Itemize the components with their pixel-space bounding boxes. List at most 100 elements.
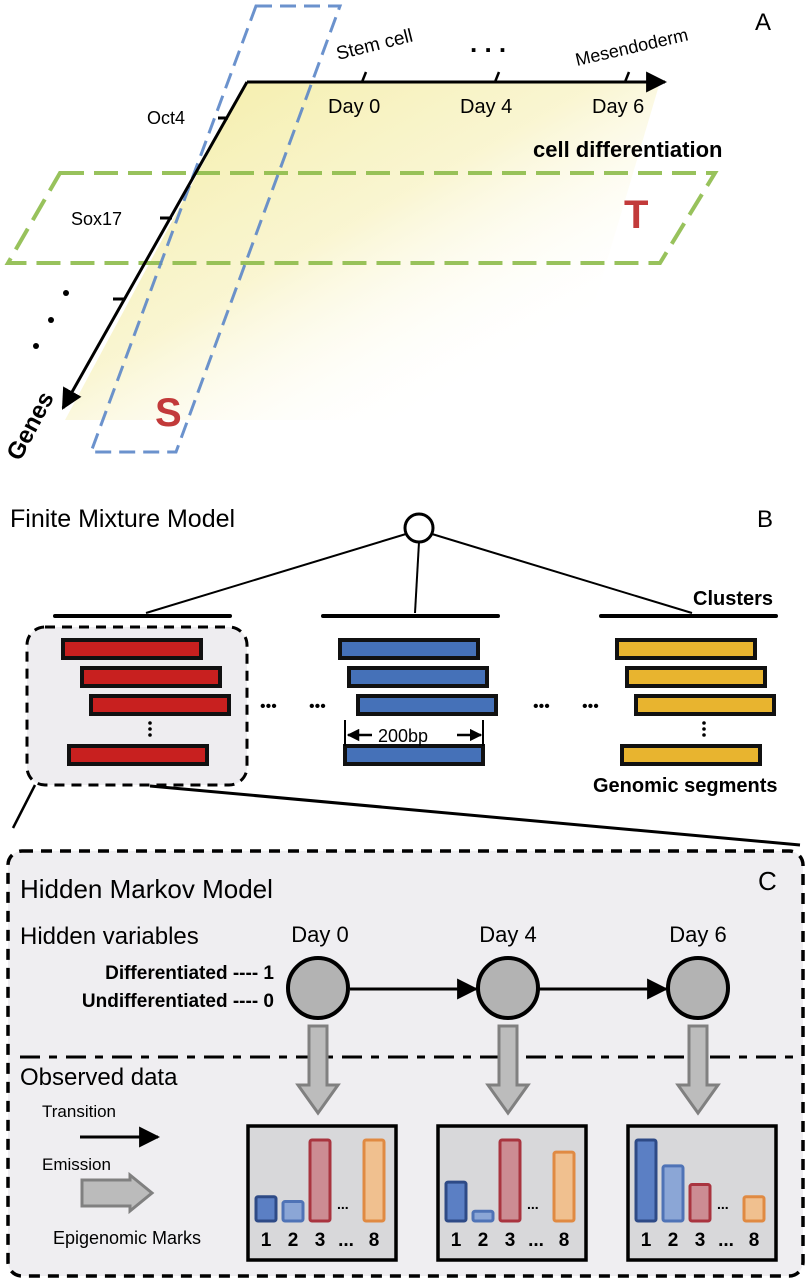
mark-bar-8 xyxy=(552,1150,576,1223)
tick-label-day6: Day 6 xyxy=(592,96,644,118)
x-axis-title: cell differentiation xyxy=(533,137,722,162)
mark-label: 3 xyxy=(505,1230,516,1251)
edge-root-red xyxy=(145,533,407,614)
mark-bar-8 xyxy=(362,1138,386,1223)
vertical-dot xyxy=(148,721,152,725)
gene-label-oct4: Oct4 xyxy=(147,108,185,128)
mark-bar-1 xyxy=(444,1180,468,1223)
zoom-connector-left xyxy=(11,784,37,829)
bar-ellipsis: ... xyxy=(527,1196,539,1212)
emission-arrows xyxy=(295,1024,721,1116)
segment xyxy=(89,694,231,716)
panel-a-label: A xyxy=(755,9,771,36)
panel-a: Day 0 Day 4 Day 6 Stem cell . . . Mesend… xyxy=(1,4,771,465)
segment xyxy=(343,744,485,766)
mark-label: 1 xyxy=(641,1230,652,1251)
mark-label: 1 xyxy=(451,1230,462,1251)
marker-s: S xyxy=(155,391,182,435)
segment xyxy=(615,638,757,660)
mark-label: 3 xyxy=(315,1230,326,1251)
panel-c: Hidden Markov Model C Hidden variables D… xyxy=(6,849,805,1278)
day-label: Day 0 xyxy=(291,922,348,947)
mark-label: 2 xyxy=(288,1230,299,1251)
mark-bar-2 xyxy=(471,1209,495,1223)
segment xyxy=(61,638,203,660)
mark-bar-1 xyxy=(634,1138,658,1223)
stage-label-stem-cell: Stem cell xyxy=(334,26,415,65)
mark-label: 8 xyxy=(749,1230,760,1251)
segment xyxy=(80,666,222,688)
marker-t: T xyxy=(624,193,648,237)
width-label: 200bp xyxy=(378,726,428,746)
tick-day4 xyxy=(493,71,501,83)
hmm-box xyxy=(6,849,805,1278)
hidden-variables-label: Hidden variables xyxy=(20,923,199,950)
ellipsis-between-clusters: ••• xyxy=(582,698,599,715)
ellipsis-between-clusters: ••• xyxy=(260,698,277,715)
panel-c-label: C xyxy=(758,866,777,896)
gene-dot xyxy=(48,317,54,323)
gene-dot xyxy=(33,343,39,349)
vertical-dot xyxy=(702,721,706,725)
tick-day6 xyxy=(623,71,631,83)
edge-root-yellow xyxy=(431,533,693,614)
cluster-red-segments xyxy=(61,638,231,766)
genes-axis xyxy=(61,81,249,410)
segment xyxy=(620,744,762,766)
day-label: Day 6 xyxy=(669,922,726,947)
tick-label-day4: Day 4 xyxy=(460,96,512,118)
tick-day0 xyxy=(360,71,368,83)
clusters-label: Clusters xyxy=(693,588,773,610)
vertical-dot xyxy=(702,733,706,737)
gene-label-sox17: Sox17 xyxy=(71,209,122,229)
mark-bar-3 xyxy=(308,1138,332,1223)
gene-dot xyxy=(63,290,69,296)
segment xyxy=(338,638,480,660)
day-label: Day 4 xyxy=(479,922,536,947)
legend-emission-label: Emission xyxy=(42,1155,111,1174)
hidden-state-node xyxy=(286,956,350,1020)
legend-marks-label: Epigenomic Marks xyxy=(53,1228,201,1248)
mark-bar-8 xyxy=(742,1195,766,1223)
mark-label: ... xyxy=(528,1230,544,1251)
stem-cell-source-box xyxy=(88,4,343,454)
edge-root-blue xyxy=(414,541,420,614)
cluster-yellow-segments xyxy=(615,638,776,766)
tick-label-day0: Day 0 xyxy=(328,96,380,118)
vertical-dot xyxy=(148,727,152,731)
emission-arrow xyxy=(485,1024,531,1116)
mark-bar-2 xyxy=(281,1200,305,1223)
expression-plane xyxy=(65,82,660,420)
segments-label: Genomic segments xyxy=(593,775,778,797)
y-axis-title: Genes xyxy=(1,387,59,464)
gene-target-box xyxy=(4,171,719,265)
state-1-label: Differentiated ---- 1 xyxy=(105,963,274,984)
mark-label: 2 xyxy=(478,1230,489,1251)
mark-label: 8 xyxy=(369,1230,380,1251)
emission-arrow xyxy=(295,1024,341,1116)
mark-label: ... xyxy=(338,1230,354,1251)
mark-bar-2 xyxy=(661,1164,685,1223)
mark-bar-3 xyxy=(498,1138,522,1223)
mark-label: 1 xyxy=(261,1230,272,1251)
observed-data-label: Observed data xyxy=(20,1064,178,1091)
segment xyxy=(347,666,489,688)
state-0-label: Undifferentiated ---- 0 xyxy=(82,991,274,1012)
mark-bar-3 xyxy=(688,1183,712,1223)
panel-b: Finite Mixture Model B Clusters ••• ••• xyxy=(10,505,801,847)
legend-emission-arrow xyxy=(80,1171,155,1215)
vertical-dot xyxy=(702,727,706,731)
panel-b-label: B xyxy=(757,506,773,533)
panel-c-title: Hidden Markov Model xyxy=(20,874,273,904)
ellipsis-between-clusters: ••• xyxy=(533,698,550,715)
stage-ellipsis: . . . xyxy=(470,28,506,58)
mark-label: 2 xyxy=(668,1230,679,1251)
mixture-root-node xyxy=(403,512,435,544)
bar-ellipsis: ... xyxy=(337,1196,349,1212)
emission-arrow xyxy=(675,1024,721,1116)
